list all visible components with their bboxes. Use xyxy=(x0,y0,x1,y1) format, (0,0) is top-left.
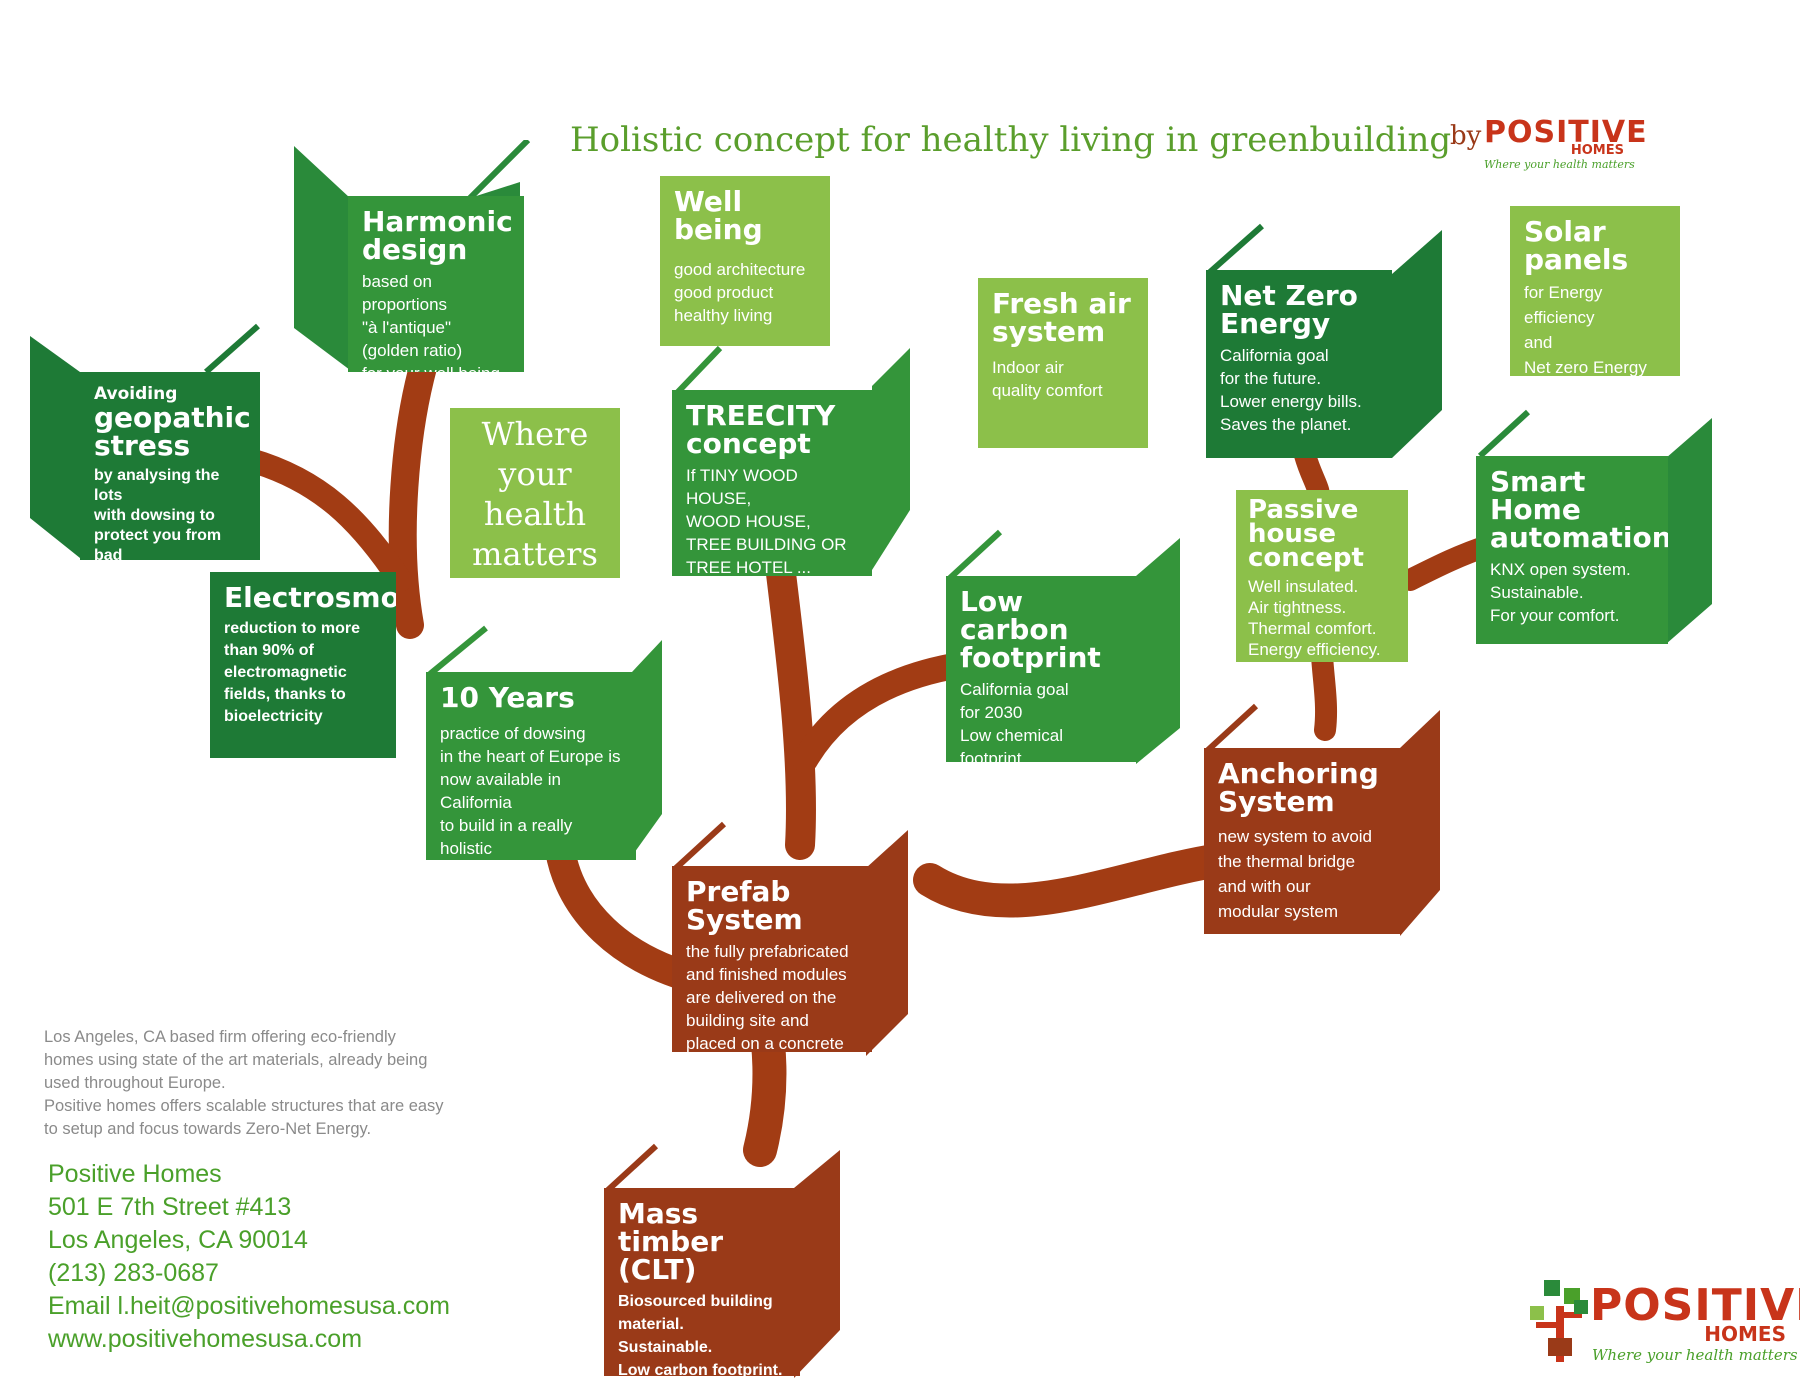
contact-block: Positive Homes 501 E 7th Street #413 Los… xyxy=(48,1158,450,1356)
contact-website[interactable]: www.positivehomesusa.com xyxy=(48,1325,363,1353)
logo-tagline: Where your health matters xyxy=(1484,158,1635,171)
treecity-flap-icon xyxy=(673,345,910,570)
mass-timber-box: Mass timber (CLT) Biosourced building ma… xyxy=(604,1188,800,1376)
logo-by-label: by xyxy=(1450,121,1482,151)
well-being-body: good architecture good product healthy l… xyxy=(674,260,806,325)
smart-home-title: Smart Home automation xyxy=(1490,465,1668,554)
lowcarbon-flap-icon xyxy=(947,529,1180,764)
low-carbon-title: Low carbon footprint xyxy=(960,585,1101,674)
geopathic-body: by analysing the lots with dowsing to pr… xyxy=(94,467,222,560)
logo-bottom-sub: HOMES xyxy=(1704,1322,1786,1346)
prefab-system-title: Prefab System xyxy=(686,875,803,936)
treecity-body: If TINY WOOD HOUSE, WOOD HOUSE, TREE BUI… xyxy=(686,466,847,576)
page-title: Holistic concept for healthy living in g… xyxy=(570,120,1452,160)
company-description: Los Angeles, CA based firm offering eco-… xyxy=(44,1028,444,1138)
contact-address-line2: Los Angeles, CA 90014 xyxy=(48,1226,308,1254)
solar-panels-body: for Energy efficiency and Net zero Energ… xyxy=(1524,283,1647,376)
logo-name: POSITIVE xyxy=(1484,115,1648,150)
harmonic-design-title: Harmonic design xyxy=(362,205,513,266)
ten-years-body: practice of dowsing in the heart of Euro… xyxy=(440,724,621,858)
electrosmog-box: Electrosmog reduction to more than 90% o… xyxy=(210,572,396,758)
geopathic-pre: Avoiding xyxy=(94,384,178,404)
solar-panels-title: Solar panels xyxy=(1524,215,1629,276)
ten-years-box: 10 Years practice of dowsing in the hear… xyxy=(426,672,636,860)
fresh-air-body: Indoor air quality comfort xyxy=(992,358,1103,400)
treecity-title: TREECITY concept xyxy=(686,399,836,460)
passive-house-box: Passive house concept Well insulated. Ai… xyxy=(1236,490,1408,662)
harmonic-design-box: Harmonic design based on proportions "à … xyxy=(348,196,524,372)
branch-to-treecity xyxy=(765,550,816,860)
brand-logo-top: by POSITIVE HOMES Where your health matt… xyxy=(1450,115,1647,175)
passive-house-body: Well insulated. Air tightness. Thermal c… xyxy=(1248,577,1381,659)
tree-logo-icon xyxy=(1530,1280,1588,1362)
contact-email[interactable]: Email l.heit@positivehomesusa.com xyxy=(48,1292,450,1320)
harmonic-design-body: based on proportions "à l'antique" (gold… xyxy=(362,272,500,372)
anchoring-system-title: Anchoring System xyxy=(1218,757,1379,818)
contact-company: Positive Homes xyxy=(48,1160,222,1188)
tenyears-flap-icon xyxy=(428,625,662,856)
mass-timber-body: Biosourced building material. Sustainabl… xyxy=(618,1293,783,1376)
well-being-box: Well being good architecture good produc… xyxy=(660,176,830,346)
net-zero-title: Net Zero Energy xyxy=(1220,279,1358,340)
logo-sub: HOMES xyxy=(1570,143,1624,158)
net-zero-box: Net Zero Energy California goal for the … xyxy=(1206,270,1392,458)
anchoring-flap-icon xyxy=(1205,703,1440,936)
geopathic-flap-icon xyxy=(30,323,260,558)
well-being-title: Well being xyxy=(674,185,763,246)
low-carbon-body: California goal for 2030 Low chemical fo… xyxy=(960,680,1069,762)
netzero-flap-icon xyxy=(1208,223,1442,458)
ten-years-title: 10 Years xyxy=(440,681,575,714)
mass-timber-title: Mass timber (CLT) xyxy=(618,1197,723,1286)
prefab-system-box: Prefab System the fully prefabricated an… xyxy=(672,866,872,1052)
smart-home-body: KNX open system. Sustainable. For your c… xyxy=(1490,560,1631,625)
brand-logo-bottom: POSITIVE HOMES Where your health matters xyxy=(1530,1276,1800,1376)
anchoring-system-body: new system to avoid the thermal bridge a… xyxy=(1218,827,1373,921)
fresh-air-box: Fresh air system Indoor air quality comf… xyxy=(978,278,1148,448)
electrosmog-body: reduction to more than 90% of electromag… xyxy=(224,620,361,725)
branch-to-harmonic xyxy=(388,346,439,639)
low-carbon-box: Low carbon footprint California goal for… xyxy=(946,576,1136,762)
branch-to-lowcarbon xyxy=(792,652,973,773)
net-zero-body: California goal for the future. Lower en… xyxy=(1220,346,1362,434)
where-your-health-matters-box: Where your health matters xyxy=(450,408,620,578)
geopathic-stress-box: Avoiding geopathic stress by analysing t… xyxy=(80,372,260,560)
masstimber-flap-icon xyxy=(605,1143,840,1378)
logo-bottom-tagline: Where your health matters xyxy=(1592,1346,1798,1364)
anchoring-system-box: Anchoring System new system to avoid the… xyxy=(1204,748,1402,934)
smarthome-flap-icon xyxy=(1477,409,1712,644)
electrosmog-title: Electrosmog xyxy=(224,581,396,614)
branch-to-anchoring xyxy=(913,843,1237,918)
contact-phone: (213) 283-0687 xyxy=(48,1259,219,1287)
contact-address-line1: 501 E 7th Street #413 xyxy=(48,1193,292,1221)
logo-bottom-name: POSITIVE xyxy=(1590,1280,1800,1331)
geopathic-title: geopathic stress xyxy=(94,401,251,462)
prefab-system-body: the fully prefabricated and finished mod… xyxy=(686,942,849,1052)
prefab-flap-icon xyxy=(673,821,908,1056)
treecity-box: TREECITY concept If TINY WOOD HOUSE, WOO… xyxy=(672,390,872,576)
passive-house-title: Passive house concept xyxy=(1248,495,1364,573)
fresh-air-title: Fresh air system xyxy=(992,287,1131,348)
smart-home-box: Smart Home automation KNX open system. S… xyxy=(1476,456,1668,644)
solar-panels-box: Solar panels for Energy efficiency and N… xyxy=(1510,206,1680,376)
branch-to-geopathic xyxy=(238,448,412,592)
